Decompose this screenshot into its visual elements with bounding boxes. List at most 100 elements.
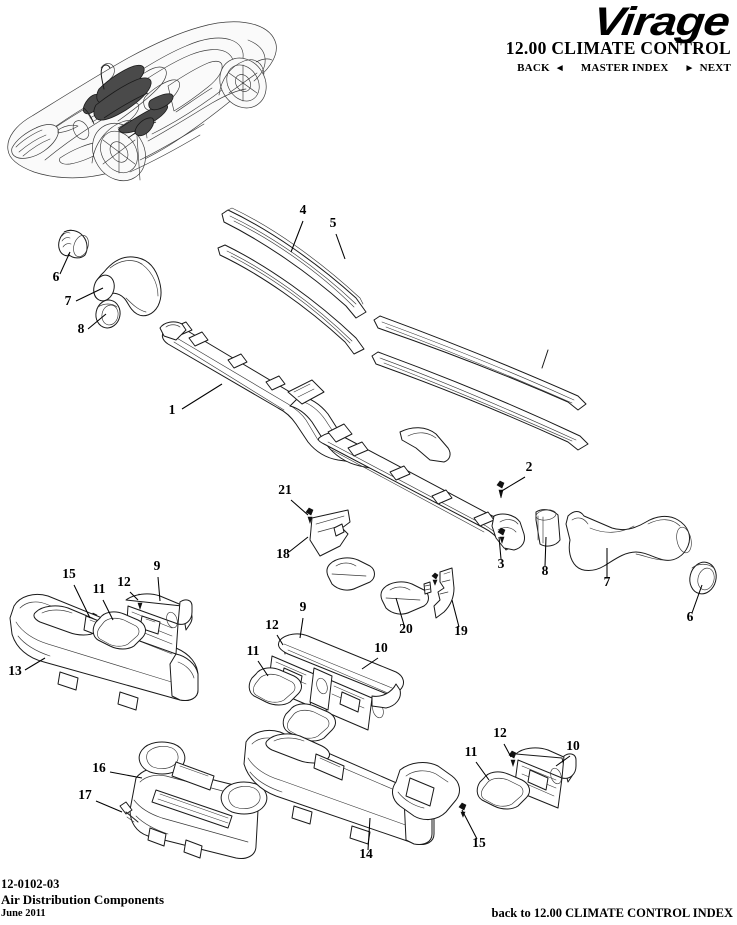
callout-number: 12 — [493, 725, 507, 740]
part-8-duct-seal-ring-left — [95, 299, 121, 329]
part-5-windscreen-demist-duct — [217, 244, 365, 355]
callout-number: 6 — [687, 609, 694, 624]
callout-leader-line — [555, 755, 571, 767]
callout-12a: 12 — [117, 574, 139, 601]
callout-15a: 15 — [62, 566, 91, 619]
callout-10b: 10 — [361, 640, 388, 670]
callout-leader-line — [461, 809, 478, 840]
next-link[interactable]: NEXT — [699, 62, 731, 74]
header-navigation: BACK ◄ MASTER INDEX ► NEXT — [517, 62, 731, 74]
callout-19: 19 — [451, 599, 468, 638]
callout-leader-line — [499, 476, 526, 493]
back-arrow-icon[interactable]: ◄ — [554, 62, 565, 74]
callout-9b: 9 — [299, 599, 307, 639]
callout-leader-line — [503, 743, 512, 758]
document-date: June 2011 — [1, 908, 46, 920]
callout-8: 8 — [78, 313, 107, 336]
part-17-duct-fixing-screw — [119, 801, 139, 823]
document-code: 12-0102-03 — [1, 877, 60, 892]
callout-4: 4 — [290, 202, 307, 253]
callout-6b: 6 — [687, 584, 703, 624]
page-header: Virage 12.00 CLIMATE CONTROL BACK ◄ MAST… — [0, 0, 737, 96]
back-link[interactable]: BACK — [517, 62, 550, 74]
vehicle-illustration-group — [7, 21, 277, 182]
callout-leader-line — [299, 617, 304, 639]
callout-leader-line — [361, 657, 379, 670]
callout-1: 1 — [169, 383, 223, 417]
part-7-air-inlet-hose-left — [93, 256, 162, 317]
callout-number: 2 — [526, 459, 533, 474]
callout-9a: 9 — [154, 558, 161, 602]
next-arrow-icon[interactable]: ► — [684, 62, 695, 74]
callout-3: 3 — [498, 536, 505, 571]
callout-13: 13 — [8, 657, 46, 678]
callout-number: 19 — [454, 623, 468, 638]
page-footer-left: 12-0102-03 Air Distribution Components J… — [1, 877, 164, 921]
callout-11c: 11 — [465, 744, 490, 781]
callout-leader-line — [475, 761, 490, 781]
callout-number: 15 — [62, 566, 76, 581]
callout-number: 3 — [498, 556, 505, 571]
callout-leader-line — [73, 584, 91, 619]
part-4-5-right-long-seals — [371, 315, 589, 451]
callout-leader-line — [75, 287, 104, 302]
callout-leader-line — [59, 251, 71, 275]
callout-number: 11 — [247, 643, 260, 658]
callout-7b: 7 — [604, 548, 611, 589]
callout-number: 10 — [374, 640, 388, 655]
callout-leader-line — [181, 383, 223, 410]
part-15-right-duct-outlet — [392, 762, 460, 820]
part-19-duct-support-bracket — [423, 567, 455, 619]
part-11-right-vent-seal — [476, 771, 530, 810]
callout-17: 17 — [78, 787, 123, 813]
callout-number: 11 — [93, 581, 106, 596]
callout-number: 7 — [65, 293, 72, 308]
callout-21: 21 — [278, 482, 309, 516]
callout-number: 7 — [604, 574, 611, 589]
callout-number: 1 — [169, 402, 176, 417]
callout-14: 14 — [359, 817, 373, 861]
callout-leader-line — [451, 599, 460, 628]
callout-leader-line — [24, 657, 46, 671]
callout-5: 5 — [330, 215, 346, 260]
callout-number: 18 — [276, 546, 290, 561]
callout-number: 17 — [78, 787, 92, 802]
callout-leader-line — [544, 536, 547, 567]
callout-leader-line — [367, 817, 371, 851]
callout-7: 7 — [65, 287, 104, 308]
callout-leader-line — [129, 591, 139, 601]
callout-6: 6 — [53, 251, 71, 284]
master-index-link[interactable]: MASTER INDEX — [580, 62, 669, 74]
part-4-windscreen-demist-duct-seal — [221, 207, 367, 319]
document-subject: Air Distribution Components — [1, 892, 165, 908]
callout-leader-line — [288, 536, 309, 553]
callout-leader-line — [290, 499, 309, 516]
part-16-rear-console-duct — [129, 741, 268, 859]
callout-16: 16 — [92, 760, 143, 779]
callout-leader-line — [290, 220, 304, 253]
callout-number: 14 — [359, 846, 373, 861]
callout-leader-line — [87, 313, 107, 330]
part-8-duct-seal-ring-right — [535, 509, 561, 547]
part-6-duct-seal-ring-right — [689, 561, 717, 595]
callout-leader-line — [691, 584, 703, 614]
callout-8b: 8 — [542, 536, 549, 578]
callout-number: 8 — [542, 563, 549, 578]
callout-number: 8 — [78, 321, 85, 336]
callout-18: 18 — [276, 536, 309, 561]
callout-number: 20 — [399, 621, 413, 636]
callout-leader-line — [276, 634, 284, 646]
callout-leader-line — [335, 233, 346, 260]
callout-number: 6 — [53, 269, 60, 284]
callout-20: 20 — [395, 597, 413, 636]
callout-10c: 10 — [555, 738, 580, 767]
part-7-air-inlet-hose-right — [565, 511, 692, 571]
callout-12c: 12 — [493, 725, 512, 758]
callout-number: 12 — [117, 574, 131, 589]
back-to-index-link[interactable]: back to 12.00 CLIMATE CONTROL INDEX — [491, 906, 733, 920]
callout-leader-line — [102, 599, 114, 621]
part-18-side-vent-duct-cover — [309, 509, 351, 557]
callout-15b: 15 — [461, 809, 486, 850]
callout-leader-line — [395, 597, 405, 626]
